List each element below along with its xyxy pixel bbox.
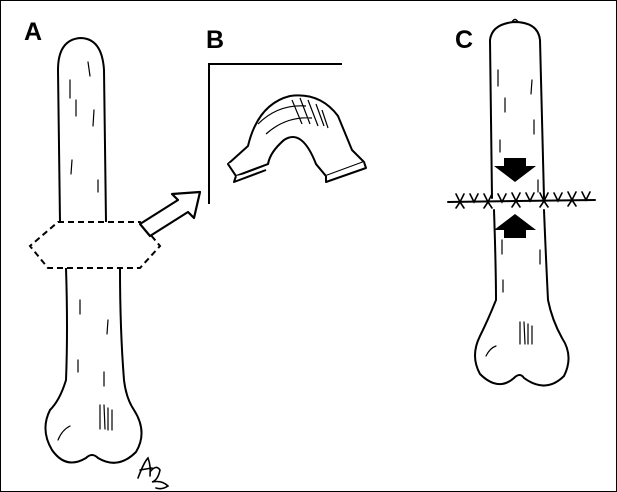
bone-segment-b	[228, 95, 366, 182]
suture-stitches	[448, 192, 595, 208]
pointer-arrow	[140, 192, 200, 236]
panel-label-a: A	[24, 18, 42, 46]
excised-segment-outline	[30, 222, 160, 268]
compression-arrow-up	[494, 214, 536, 238]
compression-arrow-down	[494, 158, 536, 182]
artist-signature	[138, 458, 168, 489]
panel-label-b: B	[206, 26, 224, 54]
panel-label-c: C	[455, 26, 473, 54]
